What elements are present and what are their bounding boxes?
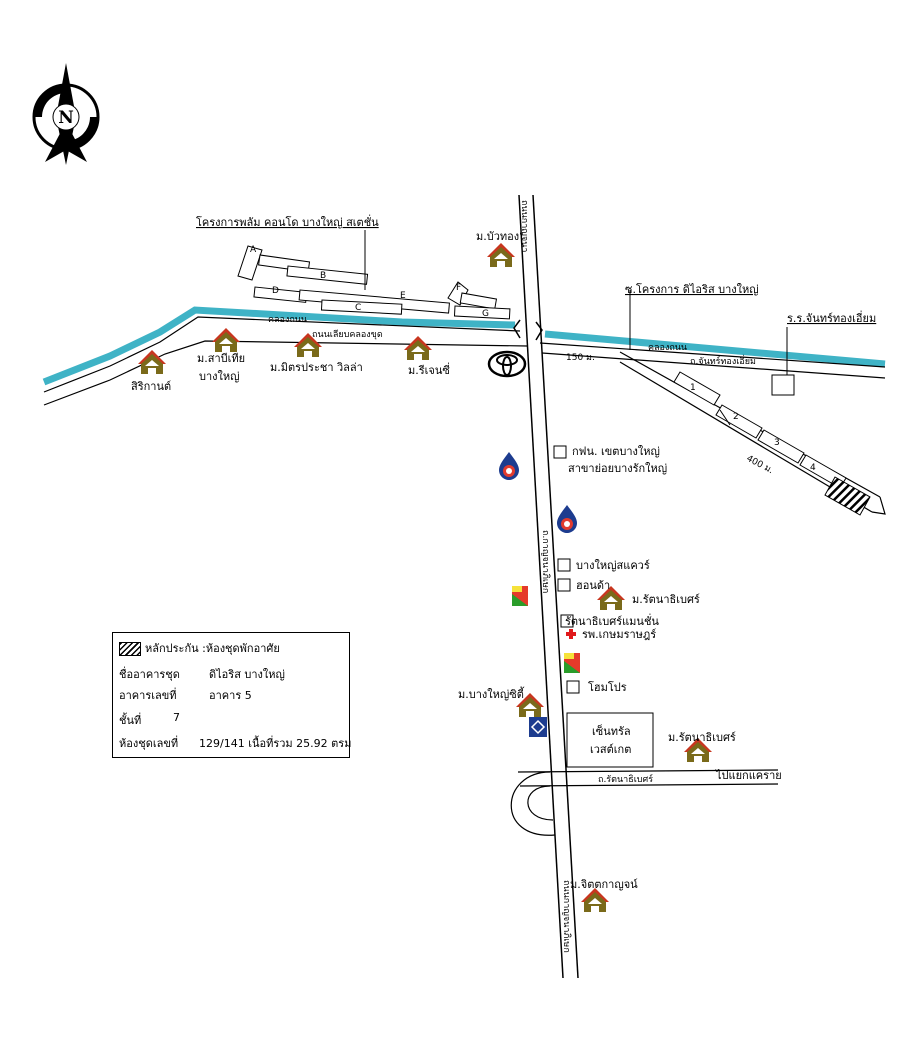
plot-2: 2: [733, 412, 739, 422]
rattanathibet-road-label: ถ.รัตนาธิเบศร์: [598, 773, 653, 785]
bigc-icon: [564, 653, 580, 673]
road-right-label: ถ.จันทร์ทองเอี่ยม: [690, 354, 756, 367]
bldg-c: C: [355, 303, 361, 313]
legend-building-no-label: อาคารเลขที่: [119, 689, 177, 702]
condo-project-label: โครงการพลัม คอนโด บางใหญ่ สเตชั่น: [196, 214, 379, 229]
house-icon: [581, 888, 609, 912]
bldg-g: G: [482, 309, 489, 319]
egat-label-2: สาขาย่อยบางรักใหญ่: [568, 462, 667, 475]
plum-condo-buildings: [237, 245, 511, 320]
village-sabithia-1: ม.สาบีเทีย: [197, 352, 245, 365]
mansion-label: รัตนาธิเบศร์แมนชั่น: [565, 613, 659, 628]
village-mitpracha: ม.มิตรประชา วิลล่า: [270, 361, 363, 374]
legend-floor-value: 7: [173, 711, 180, 724]
school-label: ร.ร.จันทร์ทองเอี่ยม: [787, 310, 876, 325]
village-regency: ม.รีเจนซี่: [408, 362, 450, 377]
khlong-left-label: คลองถนน: [268, 315, 307, 325]
gas-station-icon: [499, 452, 519, 480]
road-right-upper: [539, 342, 886, 368]
bldg-e: E: [400, 291, 406, 301]
gas-station-icon: [557, 505, 577, 533]
bangyai-square-label: บางใหญ่สแควร์: [576, 559, 650, 572]
central-label-2: เวสต์เกต: [590, 743, 631, 756]
legend-box: หลักประกัน :ห้องชุดพักอาศัย ชื่ออาคารชุด…: [112, 632, 352, 758]
compass-north-label: N: [58, 108, 74, 128]
legend-building-no-value: อาคาร 5: [209, 689, 252, 702]
hospital-label: รพ.เกษมราษฎร์: [582, 628, 656, 641]
canal-left: [42, 306, 516, 386]
hatch-swatch: [119, 642, 141, 656]
main-road-mid-label: ถ.กาญจนาภิเษก: [540, 530, 551, 593]
legend-building-name-label: ชื่ออาคารชุด: [119, 668, 180, 681]
marker-square: [557, 578, 571, 592]
bldg-d: D: [272, 286, 279, 296]
plot-1: 1: [690, 383, 696, 393]
village-rattanathibet-2: ม.รัตนาธิเบศร์: [668, 731, 736, 744]
legend-building-name-value: ดิไอริส บางใหญ่: [209, 668, 285, 681]
bigc-icon: [512, 586, 528, 606]
village-sabithia-2: บางใหญ่: [199, 370, 240, 383]
village-sirikarn: สิริกานต์: [131, 380, 171, 393]
bldg-b: B: [320, 271, 326, 281]
main-road-bottom-label: ถนนกาญจนาภิเษก: [561, 880, 572, 953]
rattanathibet-road-upper: [517, 769, 779, 773]
road-left-upper: [43, 316, 521, 393]
central-westgate-box: [566, 712, 654, 768]
project-buildings: 1 2 3 4: [673, 371, 871, 516]
bldg-a: A: [250, 245, 257, 255]
legend-collateral: หลักประกัน :ห้องชุดพักอาศัย: [145, 642, 280, 655]
village-rattanathibet-1: ม.รัตนาธิเบศร์: [632, 593, 700, 606]
canal-right: [544, 330, 886, 368]
road-left-label: ถนนเลียบคลองขุด: [312, 329, 383, 340]
bank-icon: [529, 717, 547, 737]
house-icon: [212, 328, 240, 352]
compass: N: [32, 63, 100, 165]
to-khae-rai-label: ไปแยกแคราย: [715, 769, 782, 782]
main-road-east: [532, 194, 579, 979]
main-road-west: [518, 194, 564, 979]
plot-4: 4: [810, 463, 816, 473]
collateral-building-hatched: [824, 476, 871, 516]
distance-150: 150 ม.: [566, 353, 595, 363]
toyota-icon: [487, 350, 527, 378]
homepro-label: โฮมโปร: [588, 680, 627, 694]
marker-square: [557, 558, 571, 572]
hospital-icon: [566, 629, 576, 639]
interchange-outer: [510, 771, 556, 836]
main-road-top-label: ถนนกาญจนา: [519, 200, 529, 252]
school-marker: [771, 374, 795, 396]
legend-collateral-row: หลักประกัน :ห้องชุดพักอาศัย: [119, 639, 280, 657]
legend-unit-value: 129/141 เนื้อที่รวม 25.92 ตรม: [199, 737, 352, 750]
house-icon: [138, 350, 166, 374]
house-icon: [487, 243, 515, 267]
distance-400: 400 ม.: [745, 454, 775, 476]
khlong-right-label: คลองถนน: [648, 343, 687, 353]
plot-3: 3: [774, 438, 780, 448]
legend-floor-label: ชั้นที่: [119, 714, 142, 727]
village-bangyai-city: ม.บางใหญ่ซิตี้: [458, 686, 525, 701]
house-icon: [404, 336, 432, 360]
honda-label: ฮอนด้า: [576, 579, 610, 592]
marker-square: [566, 680, 580, 694]
central-label-1: เซ็นทรัล: [592, 724, 631, 738]
rattanathibet-road-lower: [519, 783, 779, 787]
marker-square: [560, 614, 574, 628]
marker-square: [553, 445, 567, 459]
egat-label-1: กฟน. เขตบางใหญ่: [572, 445, 660, 458]
interchange-inner: [527, 785, 554, 821]
road-right-lower: [541, 352, 886, 379]
village-buathong: ม.บัวทอง: [476, 230, 519, 243]
soi-project-label: ซ.โครงการ ดิไอริส บางใหญ่: [625, 282, 759, 296]
village-jittakarn: ม.จิตตกาญจน์: [570, 878, 638, 891]
bldg-f: F: [456, 283, 461, 293]
legend-unit-label: ห้องชุดเลขที่: [119, 737, 179, 750]
